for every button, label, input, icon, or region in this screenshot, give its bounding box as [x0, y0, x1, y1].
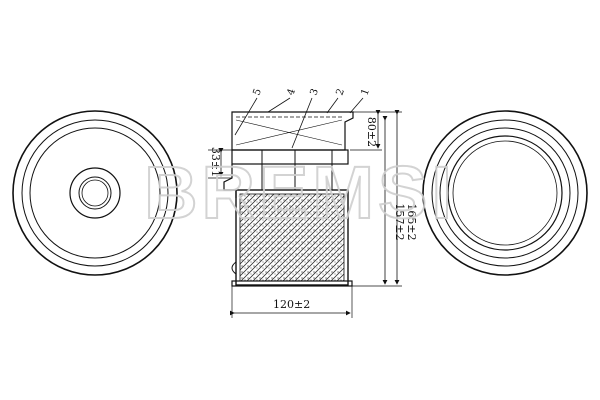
dim-width-label: 120±2: [273, 298, 310, 311]
callout-3: 3: [308, 87, 321, 97]
dim-side-offset-label: 33±1: [209, 147, 222, 177]
section-view: [223, 111, 354, 287]
right-end-view: [422, 110, 588, 276]
callout-5: 5: [251, 87, 264, 97]
dimension-lines: [208, 110, 402, 318]
brand-watermark: BREMSI: [144, 151, 456, 234]
dim-top-recess-label: 80±2: [365, 117, 378, 147]
left-end-view: [12, 110, 178, 276]
callout-leaders: [234, 97, 364, 149]
callout-4: 4: [285, 87, 298, 97]
dim-total-height-label: 165±2: [405, 203, 418, 240]
callout-2: 2: [334, 87, 347, 97]
callout-1: 1: [359, 87, 372, 97]
dim-body-height-label: 157±2: [393, 203, 406, 240]
